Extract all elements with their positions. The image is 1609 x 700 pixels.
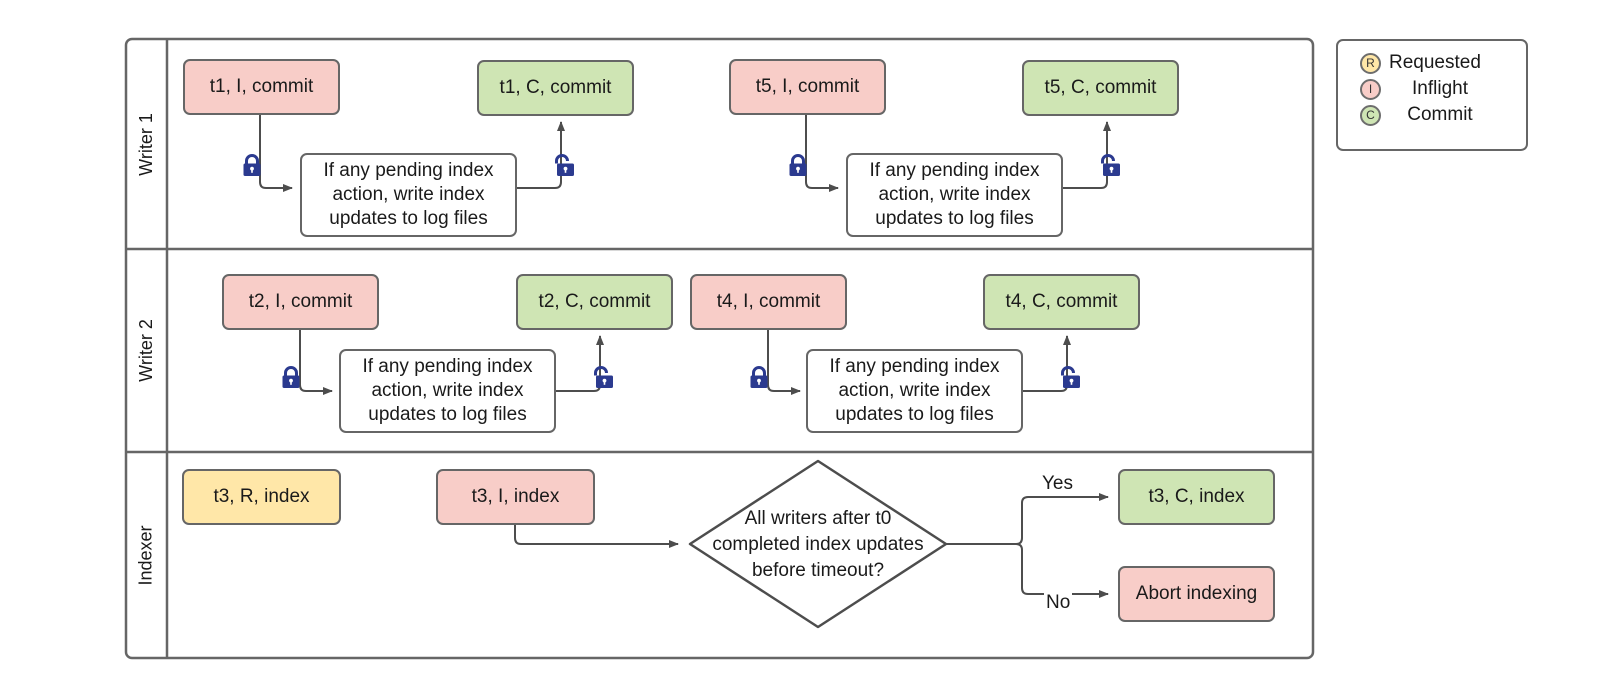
node-w2-process-a[interactable]: If any pending index action, write index… [339, 349, 556, 433]
node-w1-t5-inflight[interactable]: t5, I, commit [729, 59, 886, 115]
node-w1-t1-inflight[interactable]: t1, I, commit [183, 59, 340, 115]
lock-open-icon [1101, 154, 1120, 176]
lock-closed-icon [789, 154, 807, 176]
lane-label-writer-1: Writer 1 [136, 112, 156, 176]
node-w1-t1-commit[interactable]: t1, C, commit [477, 60, 634, 116]
lane-title-writer-2: Writer 2 [126, 249, 167, 452]
lane-label-indexer: Indexer [136, 524, 157, 586]
legend-item-requested: R Requested [1338, 50, 1526, 76]
lock-open-icon [555, 154, 574, 176]
legend-dot-requested: R [1360, 52, 1381, 74]
legend-panel: R Requested I Inflight C Commit [1336, 39, 1528, 151]
node-w2-t4-commit[interactable]: t4, C, commit [983, 274, 1140, 330]
node-w2-process-b[interactable]: If any pending index action, write index… [806, 349, 1023, 433]
node-indexer-decision-label[interactable]: All writers after t0 completed index upd… [712, 508, 924, 581]
lane-title-writer-1: Writer 1 [126, 39, 167, 249]
node-w1-process-b[interactable]: If any pending index action, write index… [846, 153, 1063, 237]
legend-item-inflight: I Inflight [1338, 76, 1526, 102]
lock-open-icon [594, 366, 613, 388]
lock-closed-icon [750, 366, 768, 388]
node-indexer-abort[interactable]: Abort indexing [1118, 566, 1275, 622]
node-indexer-t3-commit[interactable]: t3, C, index [1118, 469, 1275, 525]
node-w2-t2-inflight[interactable]: t2, I, commit [222, 274, 379, 330]
node-w1-t5-commit[interactable]: t5, C, commit [1022, 60, 1179, 116]
legend-label-requested: Requested [1389, 52, 1481, 73]
node-indexer-t3-inflight[interactable]: t3, I, index [436, 469, 595, 525]
legend-label-inflight: Inflight [1412, 78, 1468, 99]
legend-item-commit: C Commit [1338, 102, 1526, 128]
lock-closed-icon [243, 154, 261, 176]
node-w1-process-a[interactable]: If any pending index action, write index… [300, 153, 517, 237]
edge-label-yes: Yes [1040, 473, 1075, 495]
lane-label-writer-2: Writer 2 [136, 319, 156, 382]
lock-open-icon [1061, 366, 1080, 388]
lane-title-indexer: Indexer [126, 452, 167, 658]
legend-label-commit: Commit [1407, 104, 1473, 125]
legend-dot-commit: C [1360, 104, 1381, 126]
edge-label-no: No [1044, 592, 1073, 614]
swimlane-pool [124, 37, 1315, 660]
node-indexer-t3-requested[interactable]: t3, R, index [182, 469, 341, 525]
indexer-connectors [514, 493, 1109, 598]
legend-dot-inflight: I [1360, 78, 1381, 100]
node-w2-t4-inflight[interactable]: t4, I, commit [690, 274, 847, 330]
lock-closed-icon [282, 366, 300, 388]
node-w2-t2-commit[interactable]: t2, C, commit [516, 274, 673, 330]
writer1-connectors [259, 115, 1111, 192]
